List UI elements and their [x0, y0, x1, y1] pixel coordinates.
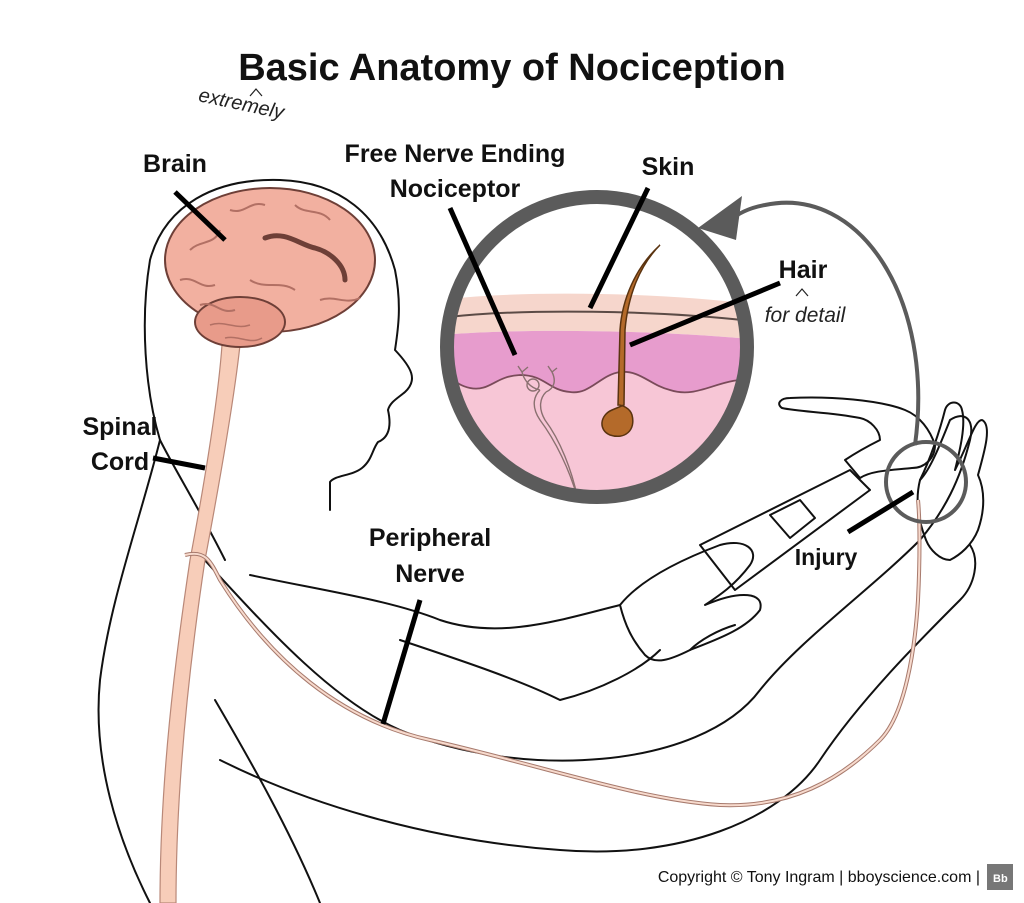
- skin-leader-line: [587, 186, 651, 310]
- epidermis-layer: [447, 330, 747, 393]
- injured-hand: [916, 401, 988, 561]
- peripheral-label-line2: Nerve: [395, 560, 465, 588]
- far-arm-lower: [399, 639, 661, 701]
- free-nerve-leader-line: [447, 206, 518, 357]
- curved-arrow: [698, 196, 921, 446]
- spinal-leader-line: [152, 455, 206, 471]
- hair-leader-line: [629, 280, 781, 348]
- near-arm-lower: [219, 544, 977, 853]
- skin-label: Skin: [642, 153, 695, 181]
- hair-note: for detail: [765, 304, 847, 327]
- hammer: [699, 396, 936, 591]
- torso-lower: [214, 699, 321, 903]
- far-arm-outline: [249, 574, 621, 630]
- free-nerve-ending: [517, 365, 579, 497]
- peripheral-leader-line: [380, 599, 423, 725]
- free-nerve-label-line1: Free Nerve Ending: [345, 140, 566, 168]
- logo-text: Bb: [993, 873, 1008, 885]
- body-outline: [143, 178, 414, 561]
- near-arm-outline: [199, 415, 973, 762]
- brain-label: Brain: [143, 150, 207, 178]
- back-outline: [97, 439, 161, 903]
- bboyscience-logo: Bb: [987, 864, 1013, 890]
- peripheral-label-line1: Peripheral: [369, 524, 491, 552]
- hair-label: Hair: [779, 256, 828, 284]
- insert-caret-hair: [795, 288, 809, 297]
- hair-follicle: [601, 244, 661, 437]
- skin-outer-layer: [447, 293, 747, 340]
- spinal-label-line2: Cord: [91, 448, 149, 476]
- free-nerve-label-line2: Nociceptor: [390, 175, 521, 203]
- spinal-label-line1: Spinal: [82, 413, 157, 441]
- spinal-cord: [159, 344, 241, 903]
- brain-leader-line: [173, 190, 227, 242]
- title-insert-note: extremely: [197, 84, 287, 124]
- injury-circle: [884, 440, 968, 524]
- brain: [164, 187, 376, 348]
- human-figure: [97, 178, 977, 903]
- skin-magnifier: [440, 190, 754, 504]
- diagram-title: Basic Anatomy of Nociception: [238, 47, 786, 89]
- copyright-text: Copyright © Tony Ingram | bboyscience.co…: [658, 869, 980, 886]
- insert-caret-title: [249, 88, 263, 97]
- fist: [619, 542, 762, 662]
- injury-label: Injury: [795, 544, 858, 570]
- injury-leader-line: [846, 489, 915, 535]
